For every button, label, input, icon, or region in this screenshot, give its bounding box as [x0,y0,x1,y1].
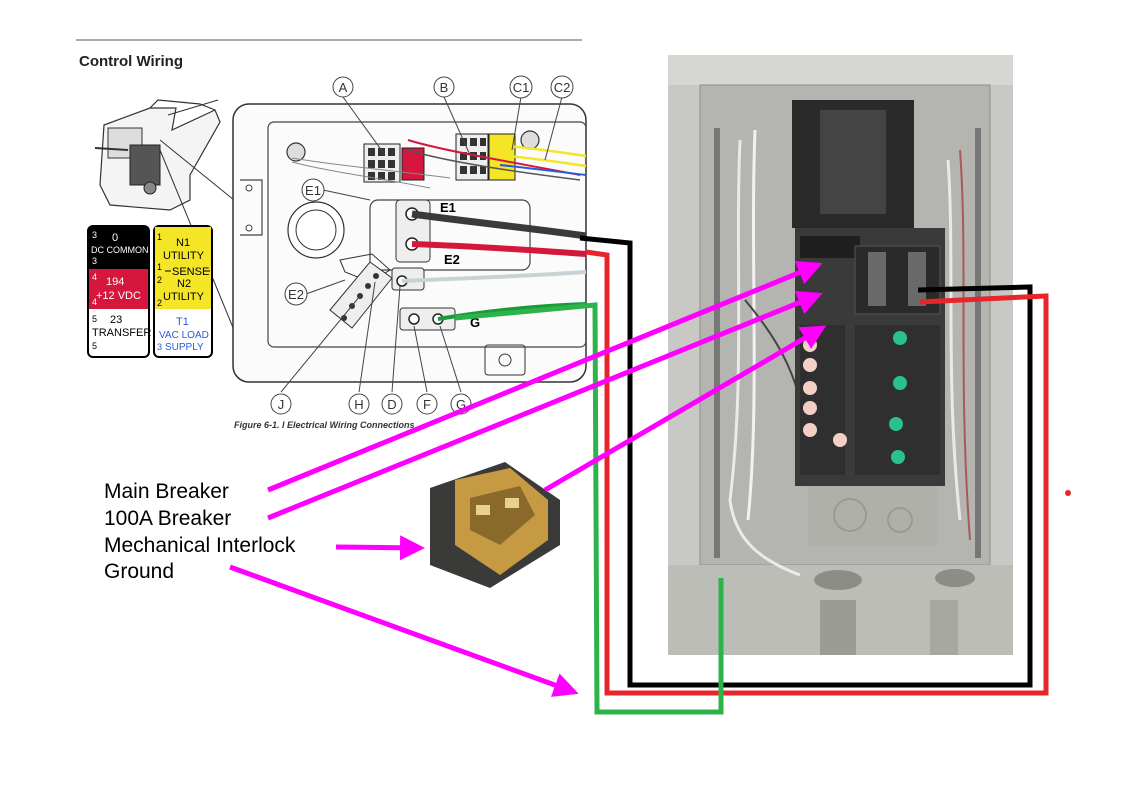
terminal-e2-label: E2 [444,252,460,267]
callout-c1: C1 [513,80,530,95]
callout-e1: E1 [305,183,321,198]
callout-e2: E2 [288,287,304,302]
legend-wire-number: 0 [112,232,118,244]
ac-terminal-legend: 1 N1 UTILITY 1 SENSE 2 N2 UTILITY 2 T1 V… [153,225,213,358]
arrow-ground [229,564,579,697]
figure-caption: Figure 6-1. I Electrical Wiring Connecti… [234,420,414,430]
callout-g: G [456,397,466,412]
callout-h: H [354,397,363,412]
legend-pin: 5 [92,314,97,324]
callout-group: A B C1 C2 E1 E2 J H D F G [270,75,574,415]
legend-t1: T1 [176,316,189,328]
legend-supply: SUPPLY [165,342,204,353]
legend-wire-number: 23 [110,314,122,326]
legend-pin: 1 [157,232,162,242]
legend-n1: N1 [176,237,190,249]
legend-pin: 5 [92,341,97,351]
legend-pin: 1 [157,262,162,272]
callout-d: D [387,397,396,412]
label-mechanical-interlock: Mechanical Interlock [104,534,296,557]
legend-pin: 3 [92,256,97,266]
dc-terminal-legend: 3 0 DC COMMON 3 4 194 +12 VDC 4 5 23 TRA… [87,225,151,358]
red-dot [1065,490,1071,496]
terminal-g-label: G [470,315,480,330]
legend-pin: 4 [92,272,97,282]
legend-wire-name: DC COMMON [91,245,149,255]
legend-n2: N2 [177,278,191,290]
wire-black [579,235,1033,688]
legend-pin: 3 [92,230,97,240]
label-ground: Ground [104,560,175,583]
legend-utility: UTILITY [163,250,205,262]
label-100a-breaker: 100A Breaker [104,507,232,530]
callout-c2: C2 [554,80,571,95]
wire-red [585,249,1049,696]
generator-thumbnail [94,99,235,331]
label-main-breaker: Main Breaker [104,480,229,503]
legend-sense: SENSE [172,266,209,278]
control-panel-drawing: E1 E2 G [232,103,587,383]
terminal-e1-label: E1 [440,200,456,215]
legend-pin: 3 [157,342,162,352]
arrow-group [229,261,827,697]
legend-wire-number: 194 [106,276,124,288]
legend-pin: 4 [92,297,97,307]
arrow-main-breaker [267,261,823,493]
legend-wire-name: TRANSFER [92,327,151,339]
arrow-interlock-to-panel [543,325,827,493]
callout-a: A [339,80,348,95]
legend-wire-name: +12 VDC [96,290,141,302]
legend-pin: 2 [157,275,162,285]
callout-b: B [440,80,449,95]
legend-vac-load: VAC LOAD [159,330,209,341]
legend-utility: UTILITY [163,291,205,303]
callout-j: J [278,397,285,412]
interlock-photo [430,462,560,588]
callout-f: F [423,397,431,412]
legend-pin: 2 [157,298,162,308]
arrow-100a-breaker [267,290,823,521]
wire-green [454,302,724,715]
section-title: Control Wiring [79,53,183,70]
arrow-interlock [335,535,425,561]
breaker-panel-photo [668,55,1013,655]
wire-group [454,235,1049,715]
